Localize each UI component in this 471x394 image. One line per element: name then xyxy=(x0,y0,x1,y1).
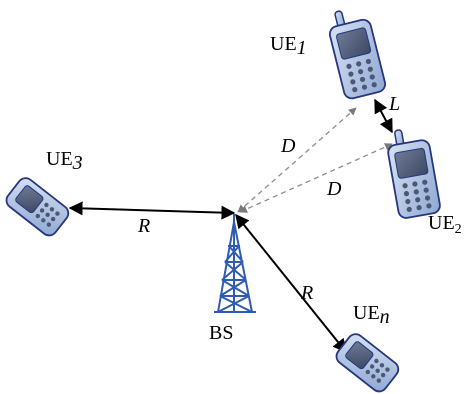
uen-label-sub: n xyxy=(380,306,390,328)
ue1-label-sub: 1 xyxy=(297,37,307,59)
ue2-label-name: UE xyxy=(428,212,455,234)
bs-tower-icon xyxy=(214,214,256,313)
ue3-label-sub: 3 xyxy=(72,152,83,174)
ue1-phone-icon xyxy=(328,10,387,100)
link-bs-uen xyxy=(235,213,347,354)
link-label-bs-ue1: D xyxy=(280,135,296,157)
link-label-bs-ue2: D xyxy=(326,178,342,200)
ue1-label: UE1 xyxy=(270,33,307,59)
link-label-ue1-ue2: L xyxy=(388,93,400,115)
bs-label: BS xyxy=(209,322,233,344)
uen-label-name: UE xyxy=(353,302,380,324)
uen-phone-icon xyxy=(335,333,400,393)
link-ue1-ue2 xyxy=(374,98,393,134)
ue2-label-sub: 2 xyxy=(455,222,462,237)
ue2-label: UE2 xyxy=(428,212,462,237)
link-label-bs-ue3: R xyxy=(137,215,150,237)
ue1-label-name: UE xyxy=(270,33,297,55)
link-bs-ue3 xyxy=(68,201,236,220)
ue3-label-name: UE xyxy=(46,148,73,170)
ue3-phone-icon xyxy=(5,177,70,237)
link-bs-ue2 xyxy=(239,143,393,213)
uen-label: UEn xyxy=(353,302,390,328)
ue2-phone-icon xyxy=(387,129,441,219)
ue3-label: UE3 xyxy=(46,148,83,174)
link-label-bs-uen: R xyxy=(300,282,313,304)
